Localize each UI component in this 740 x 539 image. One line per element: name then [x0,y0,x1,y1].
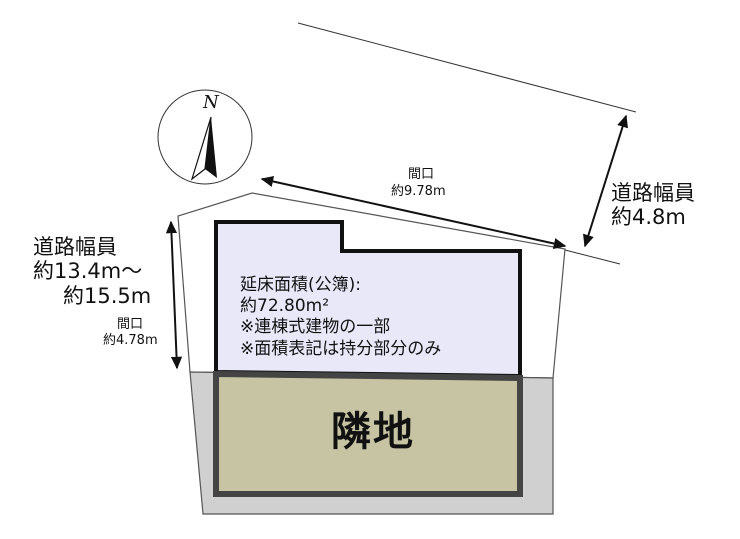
building-note-row-house: ※連棟式建物の一部 [240,317,391,337]
frontage-west-value: 約4.78m [103,333,158,348]
frontage-north-label: 間口 [408,167,435,182]
road-west-width-line2: 約15.5m [63,284,152,308]
road-edge-line [297,22,637,113]
neighbor-land-label: 隣地 [331,409,415,455]
road-near-line [564,249,621,265]
building-note-area: ※面積表記は持分部分のみ [240,339,442,359]
road-west-width-line1: 約13.4m～ [33,259,143,283]
north-arrow-icon [157,89,253,185]
compass-north-letter: N [203,92,219,113]
road-north-width: 約4.8m [611,205,686,229]
frontage-north-arrow [260,175,567,250]
road-north-width-arrow [583,114,628,248]
neighbor-land [213,370,523,497]
frontage-north-value: 約9.78m [391,184,446,199]
floor-area-value: 約72.80m² [240,296,330,316]
road-west-name: 道路幅員 [33,235,117,259]
road-north-name: 道路幅員 [611,181,695,205]
frontage-west-label: 間口 [117,317,144,332]
floor-area-label: 延床面積(公簿): [240,275,361,295]
frontage-west-arrow [165,220,183,370]
